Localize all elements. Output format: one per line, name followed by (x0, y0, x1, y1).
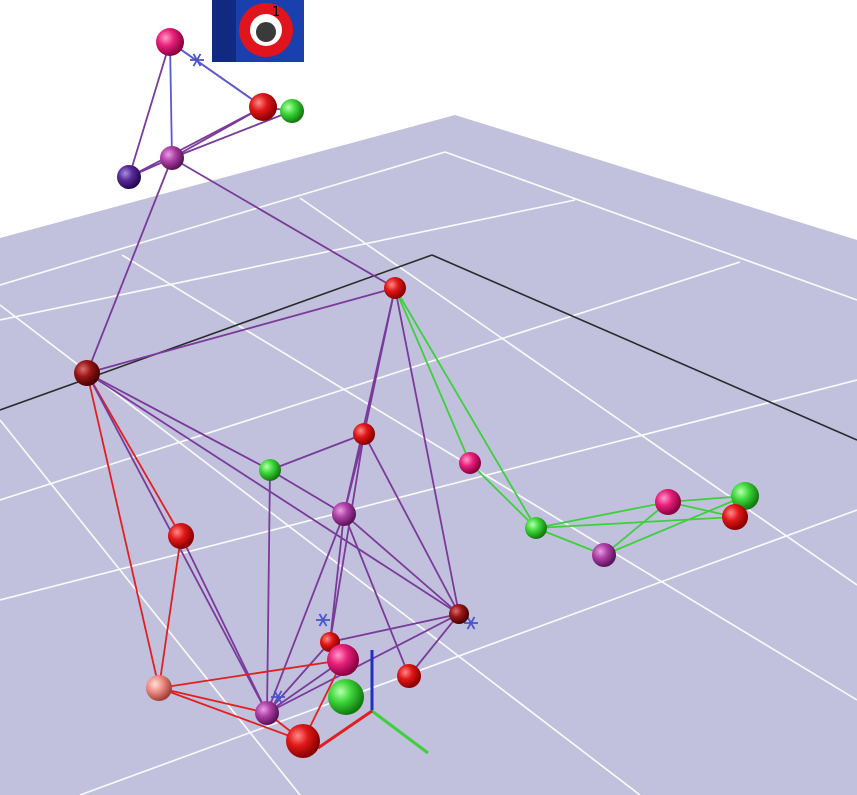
skeleton-edge (269, 469, 345, 515)
floor-axis-lines (0, 254, 857, 441)
skeleton-edge (343, 513, 460, 615)
marker-star-icon (190, 53, 204, 67)
joint-sphere[interactable] (249, 93, 277, 121)
skeleton-edge (158, 687, 304, 742)
skeleton-edge (343, 513, 410, 677)
skeleton-edge (86, 372, 160, 689)
joint-sphere[interactable] (722, 504, 748, 530)
joint-sphere[interactable] (327, 644, 359, 676)
skeleton-edge (158, 687, 268, 714)
axis-x-line (317, 709, 373, 750)
joint-sphere[interactable] (160, 146, 184, 170)
skeleton-edge (535, 516, 736, 529)
joint-sphere[interactable] (353, 423, 375, 445)
skeleton-edge (329, 433, 365, 643)
skeleton-edge (128, 41, 171, 178)
skeleton-edge (158, 535, 182, 689)
joint-sphere[interactable] (117, 165, 141, 189)
skeleton-edge (86, 287, 396, 374)
marker-stars (190, 53, 478, 704)
joint-sphere[interactable] (328, 679, 364, 715)
joint-sphere[interactable] (449, 604, 469, 624)
skeleton-edge (86, 372, 460, 615)
skeleton-edge (535, 501, 669, 529)
marker-star-icon (271, 690, 285, 704)
skeleton-edge (169, 41, 173, 159)
skeleton-edge (171, 157, 396, 289)
joint-sphere[interactable] (397, 664, 421, 688)
marker-star-icon (464, 616, 478, 630)
marker-star-icon (316, 613, 330, 627)
joint-sphere[interactable] (655, 489, 681, 515)
skeleton-edge (86, 157, 173, 374)
skeleton-edge (86, 372, 271, 471)
skeleton-edge (603, 495, 746, 556)
skeleton-edge (535, 527, 605, 556)
skeleton-edge (394, 287, 460, 615)
skeleton-edge (363, 433, 460, 615)
origin-axes (317, 650, 429, 755)
camera-marker-icon[interactable]: 1 (212, 0, 304, 62)
joint-sphere[interactable] (259, 459, 281, 481)
joint-sphere[interactable] (459, 452, 481, 474)
joint-sphere[interactable] (156, 28, 184, 56)
skeleton-edge (180, 535, 268, 714)
joint-sphere[interactable] (168, 523, 194, 549)
skeleton-nodes (74, 28, 759, 758)
skeleton-edge (343, 433, 365, 515)
skeleton-edge (394, 287, 537, 529)
skeleton-edge (171, 106, 264, 159)
joint-sphere[interactable] (592, 543, 616, 567)
joint-sphere[interactable] (255, 701, 279, 725)
floor-grid (0, 151, 857, 795)
joint-sphere[interactable] (280, 99, 304, 123)
skeleton-edge (266, 469, 271, 714)
joint-sphere[interactable] (286, 724, 320, 758)
joint-sphere[interactable] (74, 360, 100, 386)
skeleton-edge (266, 613, 460, 714)
axis-y-line (371, 709, 429, 755)
skeleton-edge (603, 501, 669, 556)
skeleton-edge (266, 641, 331, 714)
skeleton-edge (86, 372, 182, 537)
skeleton-edge (266, 513, 345, 714)
skeleton-edge (269, 433, 365, 471)
joint-sphere[interactable] (146, 675, 172, 701)
joint-sphere[interactable] (731, 482, 759, 510)
skeleton-edge (408, 613, 460, 677)
skeleton-edge (394, 287, 471, 464)
skeleton-edge (171, 110, 293, 159)
joint-sphere[interactable] (384, 277, 406, 299)
joint-sphere[interactable] (332, 502, 356, 526)
skeleton-edge (169, 41, 264, 108)
skeleton-edge (469, 462, 537, 529)
skeleton-edge (329, 613, 460, 643)
skeleton-edge (158, 659, 344, 689)
camera-marker-label: 1 (272, 5, 280, 20)
joint-sphere[interactable] (525, 517, 547, 539)
skeleton-edge (329, 513, 345, 643)
